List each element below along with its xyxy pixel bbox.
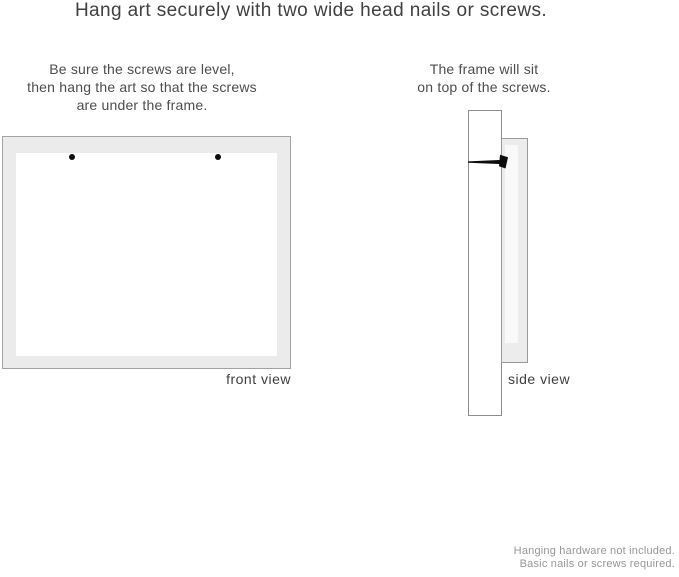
instruction-line: are under the frame. xyxy=(76,97,208,113)
hardware-footnote: Hanging hardware not included. Basic nai… xyxy=(375,545,675,571)
nail-head-dot-right xyxy=(215,154,221,160)
instruction-line: on top of the screws. xyxy=(417,79,551,95)
instruction-line: Be sure the screws are level, xyxy=(49,61,235,77)
nail-icon xyxy=(468,154,508,169)
page-title: Hang art securely with two wide head nai… xyxy=(74,0,548,21)
nail-head-dot-left xyxy=(69,154,75,160)
side-view-instructions: The frame will sit on top of the screws. xyxy=(384,60,584,96)
footnote-line: Hanging hardware not included. xyxy=(513,545,675,557)
front-view-artwork xyxy=(16,153,277,356)
side-view-artwork xyxy=(505,145,518,343)
front-view-frame xyxy=(2,136,291,369)
side-view-frame xyxy=(501,138,528,363)
front-view-label: front view xyxy=(226,371,291,387)
instruction-line: The frame will sit xyxy=(429,61,539,77)
front-view-instructions: Be sure the screws are level, then hang … xyxy=(0,60,284,114)
side-view-label: side view xyxy=(508,371,571,387)
footnote-line: Basic nails or screws required. xyxy=(519,558,675,570)
instruction-line: then hang the art so that the screws xyxy=(27,79,257,95)
